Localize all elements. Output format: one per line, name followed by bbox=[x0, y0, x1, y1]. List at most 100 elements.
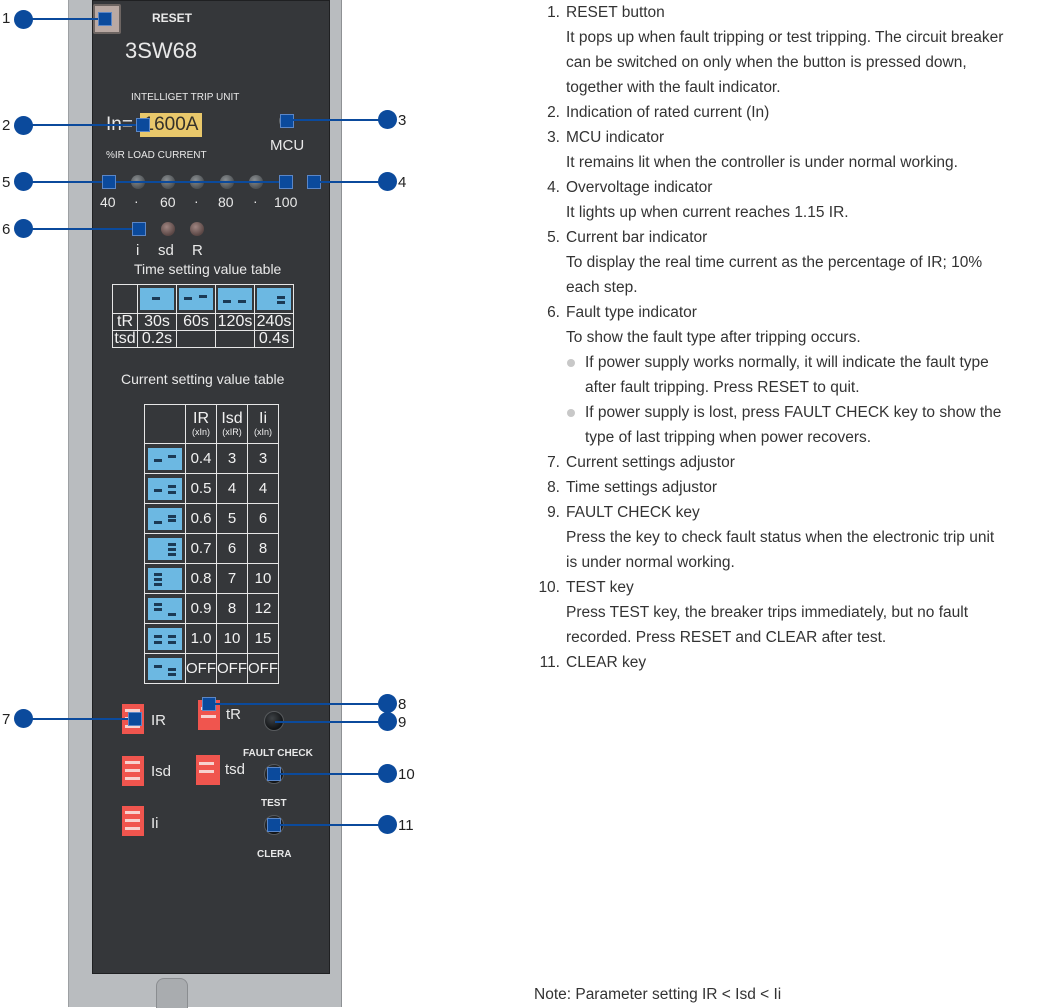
fault-led-sd bbox=[161, 222, 175, 236]
current-cell: 0.4 bbox=[185, 443, 217, 474]
tsd-setting-switch[interactable] bbox=[196, 755, 220, 785]
time-cell: 240s bbox=[254, 313, 294, 331]
time-table-title: Time setting value table bbox=[134, 261, 282, 277]
mcu-label: MCU bbox=[270, 137, 305, 154]
desc-item-6: 6.Fault type indicator bbox=[547, 304, 697, 321]
callout-number: 1 bbox=[2, 10, 11, 27]
desc-text: together with the fault indicator. bbox=[566, 79, 781, 96]
desc-bullet: If power supply works normally, it will … bbox=[532, 350, 1038, 375]
current-cell: 5 bbox=[216, 503, 248, 534]
dip-switch-icon bbox=[257, 288, 291, 310]
current-cell: 0.6 bbox=[185, 503, 217, 534]
desc-text: To display the real time current as the … bbox=[566, 254, 983, 271]
dip-switch-icon bbox=[148, 477, 182, 500]
callout-number: 2 bbox=[2, 117, 11, 134]
fault-label-i: i bbox=[136, 242, 140, 259]
fault-led-r bbox=[190, 222, 204, 236]
time-cell: 0.2s bbox=[137, 330, 177, 348]
time-cell bbox=[176, 330, 216, 348]
time-cell: 60s bbox=[176, 313, 216, 331]
desc-item-1: 1.RESET button bbox=[547, 4, 665, 21]
callout-line bbox=[320, 181, 380, 183]
callout-marker bbox=[280, 114, 294, 128]
callout-line bbox=[214, 703, 380, 705]
current-table-title: Current setting value table bbox=[121, 371, 285, 387]
scale-tick: 100 bbox=[274, 194, 298, 210]
current-cell: 6 bbox=[216, 533, 248, 564]
desc-item-8: 8.Time settings adjustor bbox=[547, 479, 718, 496]
current-setting-table: IR(xIn) Isd(xIR) Ii(xIn) 0.4 3 3 0.5 4 4… bbox=[144, 404, 279, 684]
description-list: 1.RESET button It pops up when fault tri… bbox=[532, 0, 1038, 675]
scale-tick: · bbox=[194, 193, 199, 209]
callout-line bbox=[30, 18, 100, 20]
time-cell: 30s bbox=[137, 313, 177, 331]
current-cell: 4 bbox=[216, 473, 248, 504]
desc-item-5: 5.Current bar indicator bbox=[547, 229, 708, 246]
current-cell: 8 bbox=[247, 533, 279, 564]
time-setting-table: tR 30s 60s 120s 240s tsd 0.2s 0.4s bbox=[112, 284, 294, 348]
current-cell: 0.7 bbox=[185, 533, 217, 564]
callout-number: 7 bbox=[2, 711, 11, 728]
desc-item-4: 4.Overvoltage indicator bbox=[547, 179, 713, 196]
isd-switch-label: Isd bbox=[151, 763, 172, 780]
callout-number: 5 bbox=[2, 174, 11, 191]
callout-dot bbox=[378, 764, 397, 783]
dip-switch-icon bbox=[148, 447, 182, 470]
clear-label: CLERA bbox=[257, 849, 292, 860]
dip-switch-icon bbox=[148, 627, 182, 650]
desc-item-9: 9.FAULT CHECK key bbox=[547, 504, 700, 521]
time-cell: 0.4s bbox=[254, 330, 294, 348]
time-row-label: tsd bbox=[112, 330, 138, 348]
dip-switch-icon bbox=[140, 288, 174, 310]
desc-text: To show the fault type after tripping oc… bbox=[566, 329, 861, 346]
panel-notch bbox=[156, 978, 188, 1008]
desc-item-11: 11.CLEAR key bbox=[539, 654, 647, 671]
desc-text: It pops up when fault tripping or test t… bbox=[566, 29, 1004, 46]
callout-dot bbox=[14, 172, 33, 191]
dip-switch-icon bbox=[179, 288, 213, 310]
rated-current-display: 1600A bbox=[140, 113, 202, 137]
current-cell: 0.9 bbox=[185, 593, 217, 624]
desc-item-10: 10.TEST key bbox=[538, 579, 634, 596]
trip-unit-label: INTELLIGET TRIP UNIT bbox=[131, 92, 240, 103]
test-label: TEST bbox=[261, 798, 287, 809]
scale-tick: 60 bbox=[160, 194, 176, 210]
col-header-isd: Isd(xIR) bbox=[216, 404, 248, 444]
current-cell: 8 bbox=[216, 593, 248, 624]
callout-number: 10 bbox=[398, 766, 415, 783]
isd-setting-switch[interactable] bbox=[122, 756, 144, 786]
current-cell: OFF bbox=[185, 653, 217, 684]
callout-dot bbox=[14, 10, 33, 29]
desc-text: can be switched on only when the button … bbox=[566, 54, 967, 71]
desc-text: It remains lit when the controller is un… bbox=[566, 154, 958, 171]
current-cell: 0.8 bbox=[185, 563, 217, 594]
current-cell: 3 bbox=[247, 443, 279, 474]
callout-dot bbox=[14, 116, 33, 135]
desc-text: Press the key to check fault status when… bbox=[566, 529, 995, 546]
callout-number: 3 bbox=[398, 112, 407, 129]
current-cell: 7 bbox=[216, 563, 248, 594]
scale-tick: 80 bbox=[218, 194, 234, 210]
time-row-label: tR bbox=[112, 313, 138, 331]
callout-number: 4 bbox=[398, 174, 407, 191]
callout-dot bbox=[378, 694, 397, 713]
callout-marker bbox=[136, 118, 150, 132]
current-cell: 6 bbox=[247, 503, 279, 534]
fault-label-sd: sd bbox=[158, 242, 174, 259]
callout-line bbox=[30, 718, 130, 720]
desc-text: It lights up when current reaches 1.15 I… bbox=[566, 204, 849, 221]
callout-marker bbox=[128, 712, 142, 726]
current-cell: 10 bbox=[216, 623, 248, 654]
fault-label-r: R bbox=[192, 242, 203, 259]
callout-marker bbox=[98, 12, 112, 26]
parameter-note: Note: Parameter setting IR < Isd < Ii bbox=[534, 986, 782, 1003]
callout-number: 11 bbox=[398, 817, 414, 834]
ii-setting-switch[interactable] bbox=[122, 806, 144, 836]
callout-marker bbox=[279, 175, 293, 189]
current-cell: 0.5 bbox=[185, 473, 217, 504]
callout-marker bbox=[307, 175, 321, 189]
callout-marker bbox=[132, 222, 146, 236]
callout-dot bbox=[378, 110, 397, 129]
model-label: 3SW68 bbox=[125, 38, 198, 63]
tsd-switch-label: tsd bbox=[225, 761, 246, 778]
